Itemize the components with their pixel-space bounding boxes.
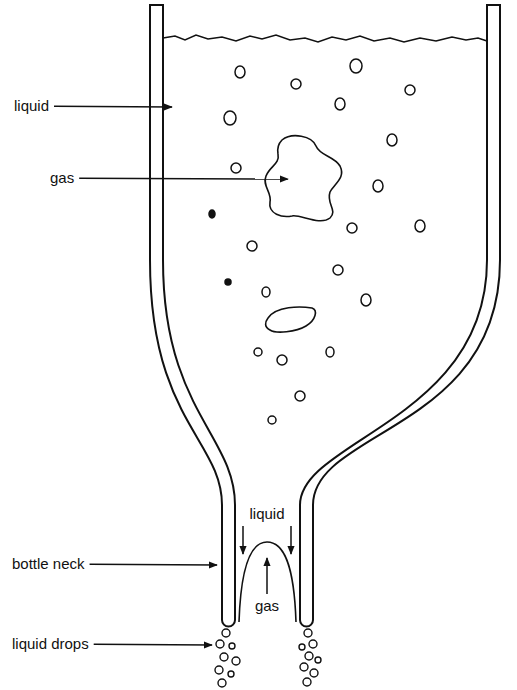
bubbles <box>209 59 425 424</box>
part-label: gas <box>255 598 279 615</box>
leader-arrow <box>79 178 288 180</box>
flow-arrow <box>290 526 292 554</box>
part-label: liquid <box>249 506 284 523</box>
flow-arrow <box>242 526 244 554</box>
leader-arrow <box>94 644 212 646</box>
liquid-surface <box>163 35 487 42</box>
part-label: bottle neck <box>12 556 85 573</box>
bottle-wall <box>300 5 500 627</box>
part-label: gas <box>50 170 74 187</box>
part-label: liquid drops <box>12 636 89 653</box>
bottle-wall <box>150 5 235 627</box>
leader-arrow <box>54 106 172 108</box>
liquid-drops <box>215 629 321 687</box>
flow-arrow <box>266 558 268 594</box>
part-label: liquid <box>14 98 49 115</box>
leader-arrow <box>90 564 217 566</box>
gas-finger <box>239 542 296 622</box>
gas-bubble <box>266 307 316 332</box>
